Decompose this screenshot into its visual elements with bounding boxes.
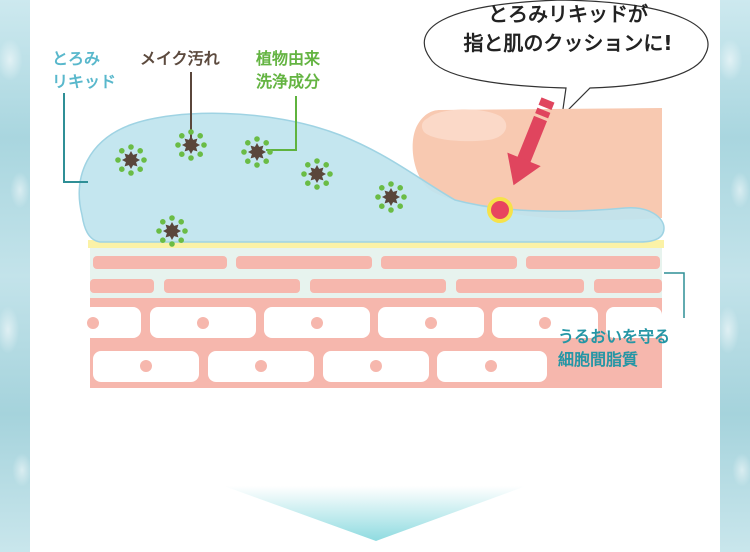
skin-brick [93,256,227,269]
ceramide-pointer-line [664,272,685,318]
water-texture-right [720,0,750,552]
liquid-pointer-line [63,93,88,183]
cell-nuclei [87,317,551,372]
makeup-dirt-particle [241,136,273,168]
skin-cell [83,307,141,338]
makeup-dirt-particle [301,158,333,190]
liquid-layer [78,112,665,243]
skin-cell [606,307,662,338]
label-thick-liquid: とろみ リキッド [52,49,117,91]
skin-brick [456,279,584,293]
water-texture-left [0,0,30,552]
plant-pointer-line [266,96,297,151]
makeup-dirt-particle [375,181,407,213]
callout-text: とろみリキッドが 指と肌のクッションに! [463,2,673,55]
contact-point [487,197,513,223]
pink-pointer-arrow [507,97,555,186]
skin-brick [594,279,662,293]
skin-brick [310,279,446,293]
makeup-dirt-particle [175,129,207,161]
label-plant-cleansing: 植物由来 洗浄成分 [256,49,321,91]
speech-bubble [423,0,709,118]
down-arrow [224,486,526,541]
skin-brick [526,256,660,269]
skin-brick [381,256,517,269]
label-intercellular-lipid: うるおいを守る 細胞間脂質 [558,327,671,369]
skin-brick [164,279,300,293]
makeup-dirt-particle [115,144,147,176]
makeup-dirt-particle [156,215,188,247]
label-makeup-dirt: メイク汚れ [140,49,220,68]
skin-surface-yellow-layer [88,240,664,248]
skin-brick [90,279,154,293]
skin-brick [236,256,372,269]
makeup-dirt-particles [115,129,407,247]
fingernail [421,109,507,142]
